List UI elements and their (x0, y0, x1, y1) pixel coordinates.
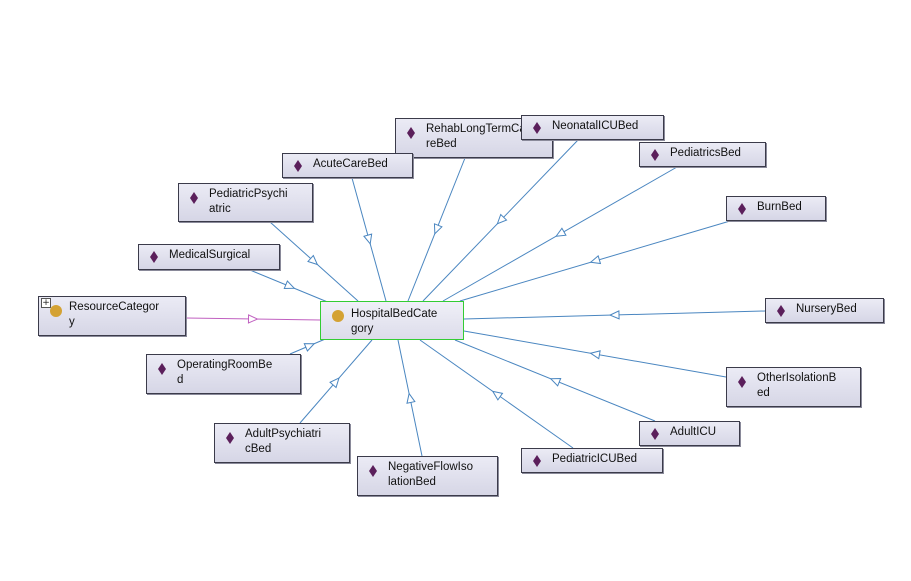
node-pediatricpsychiatric[interactable]: PediatricPsychi atric (178, 183, 313, 222)
individual-diamond-icon (738, 203, 746, 215)
node-adultpsychiatricbed[interactable]: AdultPsychiatri cBed (214, 423, 350, 463)
arrowhead-icon (307, 254, 319, 266)
individual-diamond-icon (738, 376, 746, 388)
arrowhead-icon (608, 310, 620, 320)
node-nurserybed[interactable]: NurseryBed (765, 298, 884, 323)
arrowhead-icon (589, 350, 601, 360)
node-label: AdultPsychiatri cBed (245, 428, 322, 455)
individual-diamond-icon (533, 122, 541, 134)
arrowhead-icon (491, 390, 504, 401)
expand-plus-icon[interactable]: + (41, 298, 51, 308)
node-label: AcuteCareBed (313, 158, 388, 170)
node-label: OperatingRoomBe d (177, 359, 273, 386)
arrowhead-icon (247, 314, 259, 324)
individual-diamond-icon (150, 251, 158, 263)
arrowhead-icon (303, 343, 316, 352)
arrowhead-icon (555, 227, 567, 237)
individual-diamond-icon (533, 455, 541, 467)
node-label: PediatricsBed (670, 147, 741, 159)
node-resourcecategory[interactable]: + ResourceCategor y (38, 296, 186, 336)
arrowhead-icon (589, 255, 602, 265)
arrowhead-icon (496, 213, 508, 225)
individual-diamond-icon (226, 432, 234, 444)
node-label: RehabLongTermCa reBed (426, 123, 526, 150)
arrowhead-icon (433, 223, 443, 235)
arrowhead-icon (406, 392, 416, 404)
individual-diamond-icon (369, 465, 377, 477)
node-negativeflowisolationbed[interactable]: NegativeFlowIso lationBed (357, 456, 498, 496)
node-medicalsurgical[interactable]: MedicalSurgical (138, 244, 280, 270)
node-pediatricicubed[interactable]: PediatricICUBed (521, 448, 663, 473)
individual-diamond-icon (294, 160, 302, 172)
node-adulticu[interactable]: AdultICU (639, 421, 740, 446)
arrowhead-icon (549, 377, 562, 387)
arrowhead-icon (329, 377, 340, 389)
node-label: NegativeFlowIso lationBed (388, 461, 474, 488)
arrowhead-icon (363, 233, 373, 246)
node-hospitalbedcategory[interactable]: HospitalBedCate gory (320, 301, 464, 340)
node-label: PediatricICUBed (552, 453, 638, 465)
node-label: PediatricPsychi atric (209, 188, 288, 215)
node-label: BurnBed (757, 201, 802, 213)
individual-diamond-icon (158, 363, 166, 375)
class-circle-icon (332, 310, 344, 322)
node-neonatalicubed[interactable]: NeonatalICUBed (521, 115, 664, 140)
node-burnbed[interactable]: BurnBed (726, 196, 826, 221)
node-label: HospitalBedCate gory (351, 308, 438, 335)
node-acutecarebed[interactable]: AcuteCareBed (282, 153, 413, 178)
individual-diamond-icon (651, 149, 659, 161)
node-label: AdultICU (670, 426, 717, 438)
individual-diamond-icon (407, 127, 415, 139)
class-circle-icon (50, 305, 62, 317)
individual-diamond-icon (777, 305, 785, 317)
node-label: MedicalSurgical (169, 249, 251, 261)
node-operatingroombed[interactable]: OperatingRoomBe d (146, 354, 301, 394)
node-label: OtherIsolationB ed (757, 372, 837, 399)
node-label: ResourceCategor y (69, 301, 160, 328)
individual-diamond-icon (190, 192, 198, 204)
arrowhead-icon (283, 280, 296, 290)
node-label: NurseryBed (796, 303, 857, 315)
node-otherisolationbed[interactable]: OtherIsolationB ed (726, 367, 861, 407)
node-pediatricsbed[interactable]: PediatricsBed (639, 142, 766, 167)
individual-diamond-icon (651, 428, 659, 440)
node-label: NeonatalICUBed (552, 120, 639, 132)
